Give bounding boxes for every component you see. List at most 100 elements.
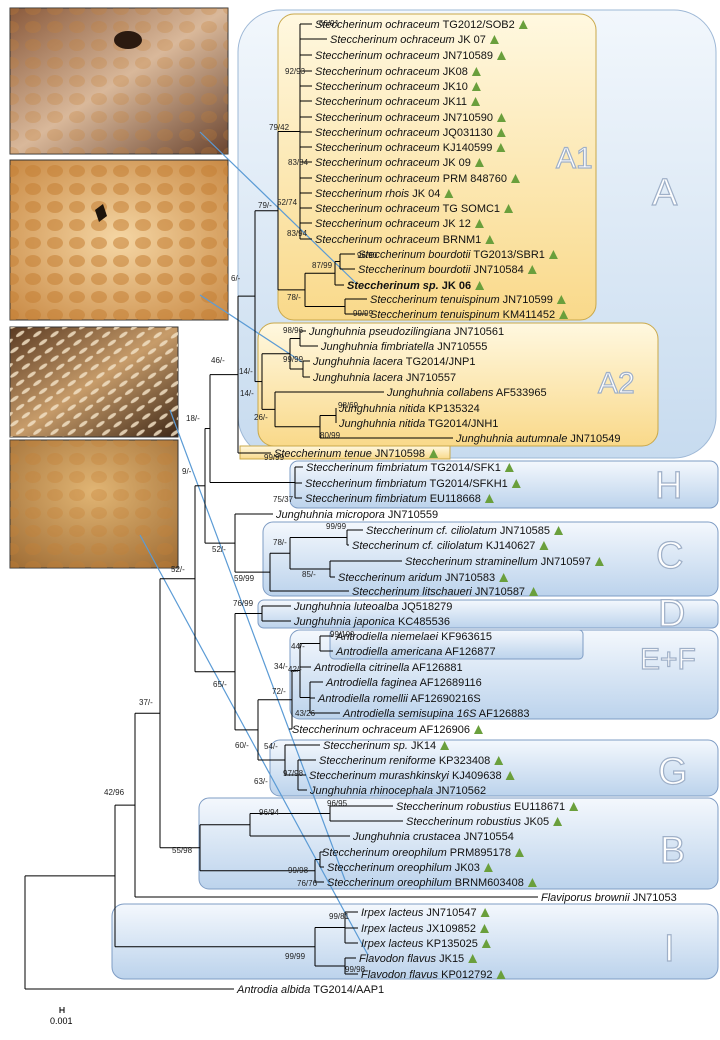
support-value: 52/74 [277,198,298,207]
taxon-name: Steccherinum tenue [274,448,372,460]
taxon-voucher: JN710547 [423,907,476,919]
taxon-name: Steccherinum tenuispinum [370,294,500,306]
support-value: 42/- [288,665,302,674]
taxon-voucher: KP012792 [438,969,492,981]
support-value: 9/- [182,467,192,476]
taxon-label: Steccherinum tenue JN710598 [274,448,425,460]
taxon-label: Flavodon flavus JK15 [359,953,464,965]
taxon-name: Steccherinum ochraceum [292,724,417,736]
support-value: 37/- [139,698,153,707]
taxon-voucher: JK08 [440,66,468,78]
taxon-name: Steccherinum oreophilum [327,877,452,889]
taxon-voucher: JK15 [436,953,464,965]
support-value: 97/98 [283,769,304,778]
taxon-name: Steccherinum ochraceum [315,157,440,169]
marker-triangle [475,281,485,290]
support-value: 99/99 [264,453,285,462]
support-value: 65/- [213,680,227,689]
taxon-voucher: JK 06 [439,280,471,292]
taxon-label: Steccherinum fimbriatum TG2014/SFK1 [306,462,501,474]
support-value: 83/94 [287,229,308,238]
support-value: 44/- [291,642,305,651]
taxon-label: Steccherinum robustius EU118671 [396,801,565,813]
antrodiella-subbox [329,629,584,660]
specimen-photos [9,7,229,569]
taxon-name: Steccherinum oreophilum [322,847,447,859]
taxon-voucher: TG2014/JNP1 [403,356,476,368]
support-value: 26/- [254,413,268,422]
taxon-label: Steccherinum sp. JK 06 [347,280,471,292]
support-value: 59/99 [234,574,255,583]
taxon-label: Junghuhnia collabens AF533965 [386,387,547,399]
support-value: 60/- [235,741,249,750]
marker-triangle [548,250,558,259]
taxon-voucher: JN710561 [451,326,504,338]
taxon-label: Steccherinum bourdotii JN710584 [358,264,524,276]
taxon-voucher: JQ031130 [440,127,493,139]
marker-triangle [518,20,528,29]
taxon-name: Steccherinum litschaueri [352,586,472,598]
taxon-voucher: TG2014/AAP1 [310,984,384,996]
taxon-voucher: KM411452 [500,309,555,321]
taxon-voucher: JN710549 [567,433,620,445]
clade-i-box [111,903,719,980]
taxon-name: Steccherinum ochraceum [315,19,440,31]
specimen-photo-3 [9,326,179,438]
support-value: 99/99 [285,952,306,961]
support-value: 83/84 [288,158,309,167]
taxon-name: Steccherinum ochraceum [315,50,440,62]
taxon-label: Antrodiella semisupina 16S AF126883 [342,708,530,720]
taxon-name: Steccherinum bourdotii [358,264,471,276]
marker-triangle [496,970,506,979]
support-value: 98/69 [338,401,359,410]
marker-triangle [474,158,484,167]
support-value: 99/99 [283,355,304,364]
taxon-label: Junghuhnia fimbriatella JN710555 [320,341,487,353]
marker-triangle [489,35,499,44]
clade-label: C [656,535,683,577]
marker-triangles [429,20,604,979]
taxon-name: Steccherinum ochraceum [315,218,440,230]
taxon-label: Steccherinum litschaueri JN710587 [352,586,525,598]
marker-triangle [473,725,483,734]
marker-triangle [496,113,506,122]
taxon-label: Steccherinum straminellum JN710597 [405,556,591,568]
marker-triangle [471,97,481,106]
taxon-voucher: JN710557 [403,372,456,384]
taxon-voucher: AF533965 [493,387,546,399]
taxon-name: Junghuhnia lacera [312,356,403,368]
marker-triangle [468,954,478,963]
taxon-label: Steccherinum oreophilum PRM895178 [322,847,511,859]
taxon-name: Steccherinum ochraceum [315,234,440,246]
taxon-voucher: KF963615 [438,631,492,643]
taxon-name: Steccherinum fimbriatum [305,478,427,490]
marker-triangle [494,756,504,765]
taxon-voucher: JN710554 [461,831,514,843]
taxon-label: Junghuhnia nitida TG2014/JNH1 [338,418,498,430]
taxon-name: Steccherinum sp. [323,740,408,752]
marker-triangle [429,449,439,458]
taxon-label: Steccherinum bourdotii TG2013/SBR1 [358,249,545,261]
taxon-label: Junghuhnia nitida KP135324 [338,403,480,415]
taxon-voucher: JN710587 [472,586,525,598]
clade-c-box [262,521,719,597]
marker-triangle [594,557,604,566]
taxon-name: Steccherinum rhois [315,188,410,200]
marker-triangle [559,310,569,319]
taxon-voucher: JK 04 [409,188,440,200]
taxon-label: Steccherinum reniforme KP323408 [319,755,490,767]
taxon-name: Junghuhnia crustacea [352,831,461,843]
taxon-voucher: AF126877 [442,646,495,658]
taxon-name: Steccherinum robustius [396,801,511,813]
marker-triangle [527,265,537,274]
taxon-name: Steccherinum aridum [338,572,442,584]
clade-a2-box [257,322,659,447]
taxon-voucher: AF126881 [409,662,462,674]
taxon-name: Junghuhnia lacera [312,372,403,384]
taxon-name: Antrodiella niemelaei [335,631,439,643]
taxon-label: Irpex lacteus JN710547 [361,907,477,919]
marker-triangle [569,802,579,811]
taxon-name: Steccherinum straminellum [405,556,538,568]
